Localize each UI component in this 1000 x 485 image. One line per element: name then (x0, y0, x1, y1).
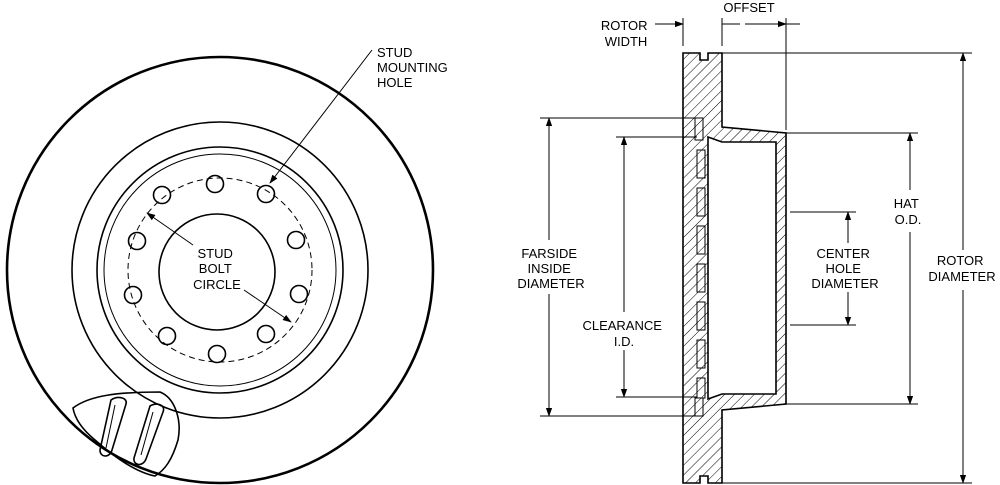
offset-label: OFFSET (723, 0, 774, 15)
center-hole (158, 213, 276, 331)
stud-mounting-hole-leader (269, 49, 373, 184)
stud-hole (152, 185, 172, 205)
section-view: ROTOR WIDTH OFFSET HAT O.D. ROTOR DIAMET… (517, 0, 996, 484)
clearance-id-label: CLEARANCE I.D. (582, 318, 665, 349)
stud-holes (123, 174, 309, 364)
stud-hole (289, 284, 309, 304)
hat-od-label: HAT O.D. (894, 196, 922, 227)
stud-hole (286, 230, 306, 250)
farside-inside-diameter-label: FARSIDE INSIDE DIAMETER (517, 246, 584, 291)
hat-interior (707, 135, 777, 401)
hat-outer-edge (96, 146, 344, 394)
stud-hole (207, 344, 227, 364)
stud-hole (127, 231, 147, 251)
vane-cutaway (72, 391, 180, 477)
stud-mounting-hole-label: STUD MOUNTING HOLE (377, 45, 451, 90)
stud-hole (123, 285, 143, 305)
stud-hole (256, 184, 276, 204)
stud-hole (157, 326, 177, 346)
center-hole-diameter-label: CENTER HOLE DIAMETER (811, 246, 878, 291)
stud-bolt-circle-leader-right (243, 289, 292, 323)
rotor-outer-edge (5, 55, 435, 485)
stud-bolt-circle-leader-left (146, 212, 194, 246)
stud-bolt-circle-label: STUD BOLT CIRCLE (193, 246, 241, 292)
vane-slots (694, 117, 706, 417)
braking-surface-inner-edge (71, 121, 369, 419)
front-view: STUD MOUNTING HOLE STUD BOLT CIRCLE (5, 45, 451, 485)
hat-step-ring (103, 153, 337, 387)
rotor-diameter-label: ROTOR DIAMETER (928, 253, 995, 284)
stud-hole (256, 324, 276, 344)
rotor-width-label: ROTOR WIDTH (601, 18, 651, 49)
stud-hole (205, 174, 225, 194)
